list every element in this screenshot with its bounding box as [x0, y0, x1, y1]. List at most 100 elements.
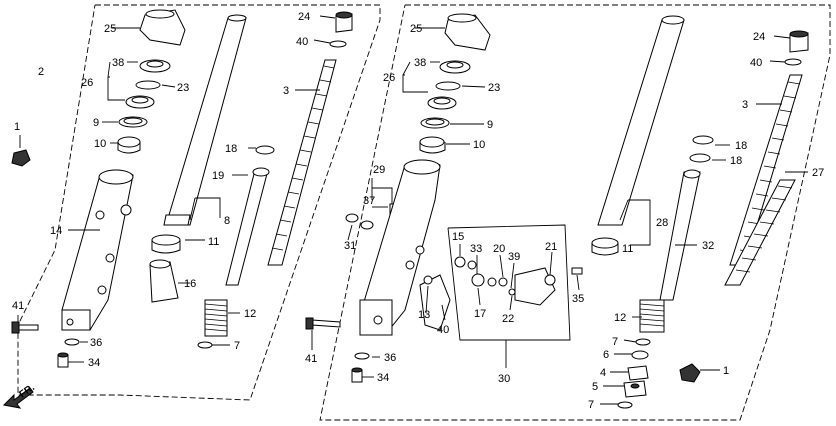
callout-41-left: 41: [12, 300, 24, 312]
dust-seal-left: [139, 59, 171, 73]
callout-24-left: 24: [298, 11, 310, 23]
axle-pinch-bolt-left: [11, 321, 39, 334]
callout-36-right: 36: [384, 352, 396, 364]
callout-36-left: 36: [90, 337, 102, 349]
callout-9-right: 9: [487, 119, 493, 131]
callout-11-left: 11: [208, 236, 219, 248]
outer-bushing-right: [419, 136, 446, 154]
fork-bolt-left: [335, 11, 353, 33]
callout-12-right: 12: [614, 312, 626, 324]
leader-lines: [17, 15, 808, 405]
washer-7a-right: [635, 338, 651, 346]
callout-10-right: 10: [473, 139, 485, 151]
callout-24-right: 24: [753, 31, 765, 43]
fork-spring-left: [267, 59, 337, 266]
callout-30-right: 30: [498, 373, 510, 385]
callouts-right: 25 38 26 23 9 10 29 37 31 15 33 20 39 21…: [305, 23, 824, 411]
dust-seal-cover-left: [139, 9, 186, 46]
collar-31-right: [345, 213, 374, 230]
callout-2: 2: [38, 66, 44, 78]
callout-28-right: 28: [656, 217, 668, 229]
callout-41-right: 41: [305, 353, 317, 365]
callout-1-left: 1: [14, 121, 20, 133]
fork-bolt-right: [789, 30, 809, 53]
callout-14-left: 14: [50, 225, 62, 237]
fork-tube-left: [163, 14, 247, 226]
callout-20-right: 20: [493, 243, 505, 255]
piece-6-right: [631, 350, 649, 360]
stop-ring-right: [435, 81, 461, 91]
callout-6-right: 6: [603, 349, 609, 361]
callout-3-right: 3: [742, 99, 748, 111]
slide-bushing-right: [591, 237, 619, 256]
sub-assembly-box-30: [447, 224, 571, 341]
callout-15-right: 15: [452, 231, 464, 243]
callout-38-right: 38: [414, 57, 426, 69]
callout-7-left: 7: [234, 340, 240, 352]
callout-31-right: 31: [344, 240, 356, 252]
fork-spring-right: [729, 74, 803, 266]
fork-slider-right: [359, 159, 441, 336]
callout-26-right: 26: [383, 72, 395, 84]
front-direction-arrow-icon: [2, 387, 34, 409]
callout-22-right: 22: [502, 313, 514, 325]
oil-seal-left: [125, 95, 155, 109]
callout-35-right: 35: [572, 293, 584, 305]
left-fork-frame: [17, 4, 381, 401]
callouts-left: 24 25 40 2 38 26 23 3 9 10 1 18 19 14 8 …: [12, 11, 310, 369]
callout-12-left: 12: [244, 308, 256, 320]
callout-11-right: 11: [622, 243, 633, 255]
callout-34-left: 34: [88, 357, 100, 369]
o-ring-left: [329, 40, 347, 48]
callout-33-right: 33: [470, 243, 482, 255]
oil-seal-right: [427, 96, 457, 110]
callout-4-right: 4: [600, 367, 606, 379]
callout-32-right: 32: [702, 240, 714, 252]
callout-25-right: 25: [410, 23, 422, 35]
callout-16-left: 16: [184, 278, 196, 290]
callout-29-right: 29: [373, 164, 385, 176]
fork-slider-left: [61, 169, 134, 331]
callout-26-left: 26: [81, 77, 93, 89]
valve-housing-right: [419, 256, 583, 331]
axle-pinch-bolt-right: [305, 317, 341, 330]
fork-piston-right: [659, 169, 701, 301]
fork-piston-left: [225, 167, 270, 286]
callout-17-right: 17: [474, 308, 486, 320]
spring-seat-right-b: [689, 153, 711, 163]
callout-18a-right: 18: [735, 140, 747, 152]
callout-3-left: 3: [283, 85, 289, 97]
oil-lock-piece-left: [149, 259, 179, 303]
callout-21-right: 21: [545, 241, 557, 253]
callout-9-left: 9: [93, 117, 99, 129]
callout-19-left: 19: [212, 170, 224, 182]
spring-seat-left: [255, 145, 275, 155]
callout-40b-right: 40: [750, 57, 762, 69]
washer-7b-right: [617, 401, 633, 409]
nut-5-right: [623, 380, 647, 398]
sealing-washer-36-right: [354, 352, 370, 360]
rebound-spring-right: [639, 299, 665, 333]
outer-bushing-left: [117, 136, 141, 154]
callout-7a-right: 7: [612, 336, 618, 348]
spring-seat-right-a: [692, 135, 714, 145]
callout-40-left: 40: [296, 36, 308, 48]
sealing-washer-left: [197, 341, 213, 349]
fork-spring-27-right: [724, 179, 796, 286]
rebound-spring-left: [204, 299, 228, 337]
callout-25-left: 25: [104, 23, 116, 35]
dust-seal-cover-right: [444, 13, 491, 51]
callout-10-left: 10: [94, 138, 106, 150]
o-ring-right: [784, 58, 802, 66]
callout-37-right: 37: [363, 195, 375, 207]
dust-seal-right: [439, 60, 471, 74]
socket-bolt-right: [351, 367, 363, 383]
callout-13-right: 13: [418, 309, 430, 321]
callout-34-right: 34: [377, 372, 389, 384]
plug-cap-left: [11, 149, 31, 167]
socket-bolt-left: [57, 352, 69, 368]
backup-ring-left: [118, 116, 148, 128]
sealing-washer-36-left: [64, 338, 80, 346]
callout-39-right: 39: [508, 251, 520, 263]
